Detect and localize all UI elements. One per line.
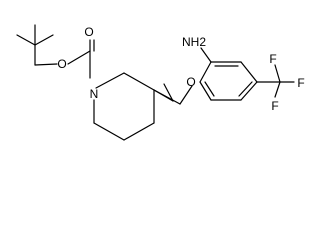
bond <box>95 72 125 89</box>
atom-label-ester-oxygen: O <box>57 57 66 71</box>
bond <box>199 61 212 83</box>
trifluoromethyl-group <box>256 64 295 98</box>
aromatic-double-bond <box>238 81 253 97</box>
bond <box>163 83 174 102</box>
amino-bond <box>200 47 212 63</box>
methyleneoxy-linker <box>153 83 193 105</box>
bond <box>199 81 212 101</box>
atom-label-fluorine-right: F <box>297 76 304 90</box>
bond <box>67 50 91 65</box>
bond <box>123 122 155 141</box>
atom-label-ether-oxygen: O <box>186 75 195 89</box>
bond <box>153 89 181 105</box>
atom-label-amino: NH2 <box>182 35 206 49</box>
bond <box>274 64 281 83</box>
aromatic-double-bond <box>204 81 215 97</box>
bond <box>240 81 258 101</box>
atom-label-fluorine-top: F <box>269 52 276 66</box>
chemical-structure-diagram: O O N O NH2 F F F <box>16 24 305 141</box>
bond <box>34 34 54 46</box>
piperidine-ring <box>93 72 155 141</box>
bond <box>34 63 58 66</box>
bond <box>240 61 258 83</box>
boc-carbamate-group <box>34 39 95 79</box>
benzene-ring <box>199 61 258 101</box>
tert-butyl-group <box>16 24 54 66</box>
bond <box>93 122 125 141</box>
bond <box>123 72 155 91</box>
bond <box>274 81 281 98</box>
atom-label-carbonyl-oxygen: O <box>84 25 93 39</box>
bond <box>179 85 193 105</box>
atom-label-fluorine-bottom: F <box>271 99 278 113</box>
atom-label-ring-nitrogen: N <box>90 87 99 101</box>
bond <box>16 34 36 46</box>
